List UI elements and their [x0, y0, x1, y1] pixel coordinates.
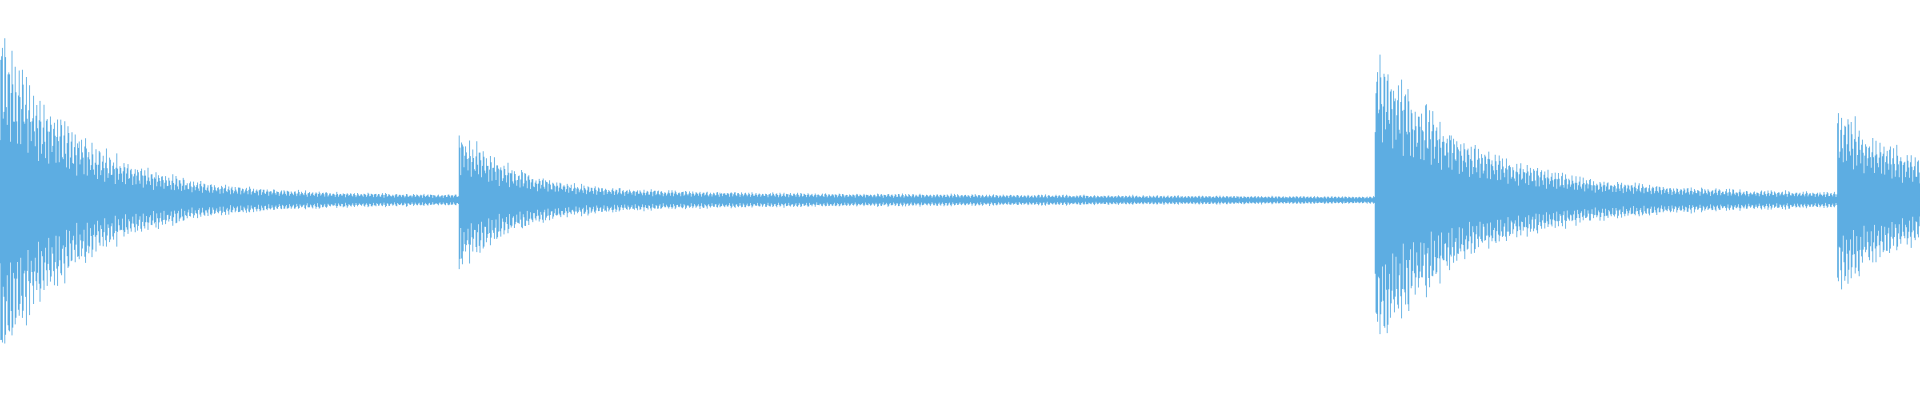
waveform-path [0, 38, 1920, 344]
waveform-samples [0, 38, 1920, 344]
